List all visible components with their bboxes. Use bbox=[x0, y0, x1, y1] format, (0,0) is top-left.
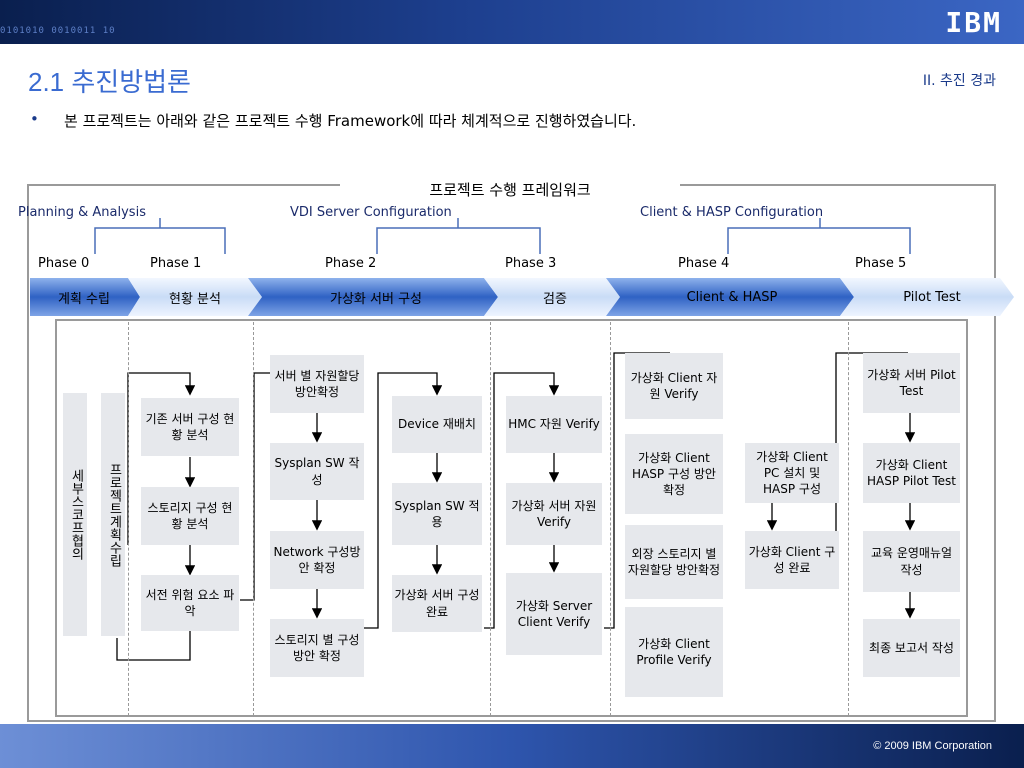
box-client-done: 가상화 Client 구성 완료 bbox=[745, 531, 839, 589]
box-client-resource: 가상화 Client 자원 Verify bbox=[625, 353, 723, 419]
divider-3 bbox=[610, 322, 611, 716]
box-server-pilot: 가상화 서버 Pilot Test bbox=[863, 353, 960, 413]
box-ext-storage: 외장 스토리지 별 자원할당 방안확정 bbox=[625, 525, 723, 599]
box-resource-plan: 서버 별 자원할당 방안확정 bbox=[270, 355, 364, 413]
box-existing-server: 기존 서버 구성 현황 분석 bbox=[141, 398, 239, 456]
copyright-text: © 2009 IBM Corporation bbox=[873, 740, 992, 752]
box-network: Network 구성방안 확정 bbox=[270, 531, 364, 589]
divider-1 bbox=[253, 322, 254, 716]
box-client-profile: 가상화 Client Profile Verify bbox=[625, 607, 723, 697]
phase-0-label: Phase 0 bbox=[38, 256, 90, 271]
arrow-plan-label: 계획 수립 bbox=[58, 291, 110, 307]
arrow-analysis-label: 현황 분석 bbox=[169, 291, 221, 307]
label-planning: Planning & Analysis bbox=[18, 205, 146, 220]
arrow-server-label: 가상화 서버 구성 bbox=[330, 291, 422, 307]
phase-3-label: Phase 3 bbox=[505, 256, 557, 271]
arrow-analysis: 현황 분석 bbox=[134, 278, 256, 316]
divider-2 bbox=[490, 322, 491, 716]
box-storage-status: 스토리지 구성 현황 분석 bbox=[141, 487, 239, 545]
ibm-logo: IBM bbox=[945, 6, 1002, 39]
box-storage-plan: 스토리지 별 구성방안 확정 bbox=[270, 619, 364, 677]
box-training: 교육 운영매뉴얼 작성 bbox=[863, 531, 960, 592]
box-client-verify: 가상화 Server Client Verify bbox=[506, 573, 602, 655]
label-client-hasp: Client & HASP Configuration bbox=[640, 205, 824, 220]
header-binary-text: 0101010 0010011 10 bbox=[0, 26, 116, 36]
phase-4-label: Phase 4 bbox=[678, 256, 730, 271]
phase-1-label: Phase 1 bbox=[150, 256, 202, 271]
box-server-done: 가상화 서버 구성 완료 bbox=[392, 575, 482, 632]
divider-4 bbox=[848, 322, 849, 716]
phase-content-frame bbox=[55, 319, 968, 717]
box-sysplan: Sysplan SW 작성 bbox=[270, 443, 364, 500]
page-title: 2.1 추진방법론 bbox=[28, 67, 191, 97]
arrow-verify-label: 검증 bbox=[543, 291, 567, 307]
arrow-plan: 계획 수립 bbox=[30, 278, 138, 316]
phase-2-label: Phase 2 bbox=[325, 256, 377, 271]
arrow-pilot: Pilot Test bbox=[850, 278, 1014, 316]
box-client-pilot: 가상화 Client HASP Pilot Test bbox=[863, 443, 960, 503]
box-hmc-verify: HMC 자원 Verify bbox=[506, 396, 602, 453]
box-final-report: 최종 보고서 작성 bbox=[863, 619, 960, 677]
project-plan-box: 프로젝트계획수립 bbox=[101, 393, 125, 636]
footer-bar: © 2009 IBM Corporation bbox=[0, 724, 1024, 768]
box-server-verify: 가상화 서버 자원 Verify bbox=[506, 483, 602, 545]
section-label: II. 추진 경과 bbox=[922, 73, 996, 89]
box-sysplan-apply: Sysplan SW 적용 bbox=[392, 483, 482, 545]
label-vdi-server: VDI Server Configuration bbox=[290, 205, 452, 220]
arrow-client: Client & HASP bbox=[614, 278, 850, 316]
header-bar: 0101010 0010011 10 IBM bbox=[0, 0, 1024, 44]
box-device: Device 재배치 bbox=[392, 396, 482, 453]
divider-0 bbox=[128, 322, 129, 716]
intro-text: 본 프로젝트는 아래와 같은 프로젝트 수행 Framework에 따라 체계적… bbox=[64, 112, 637, 130]
bullet-dot-icon: • bbox=[30, 110, 39, 128]
phase-5-label: Phase 5 bbox=[855, 256, 907, 271]
scope-box: 세부스코프협의 bbox=[63, 393, 87, 636]
box-pc-install: 가상화 Client PC 설치 및 HASP 구성 bbox=[745, 443, 839, 503]
arrow-pilot-label: Pilot Test bbox=[903, 289, 961, 305]
box-client-hasp: 가상화 Client HASP 구성 방안확정 bbox=[625, 434, 723, 514]
arrow-verify: 검증 bbox=[496, 278, 614, 316]
arrow-server: 가상화 서버 구성 bbox=[258, 278, 494, 316]
box-risk: 서전 위험 요소 파악 bbox=[141, 575, 239, 631]
arrow-client-label: Client & HASP bbox=[686, 289, 778, 305]
framework-title: 프로젝트 수행 프레임워크 bbox=[340, 179, 680, 200]
